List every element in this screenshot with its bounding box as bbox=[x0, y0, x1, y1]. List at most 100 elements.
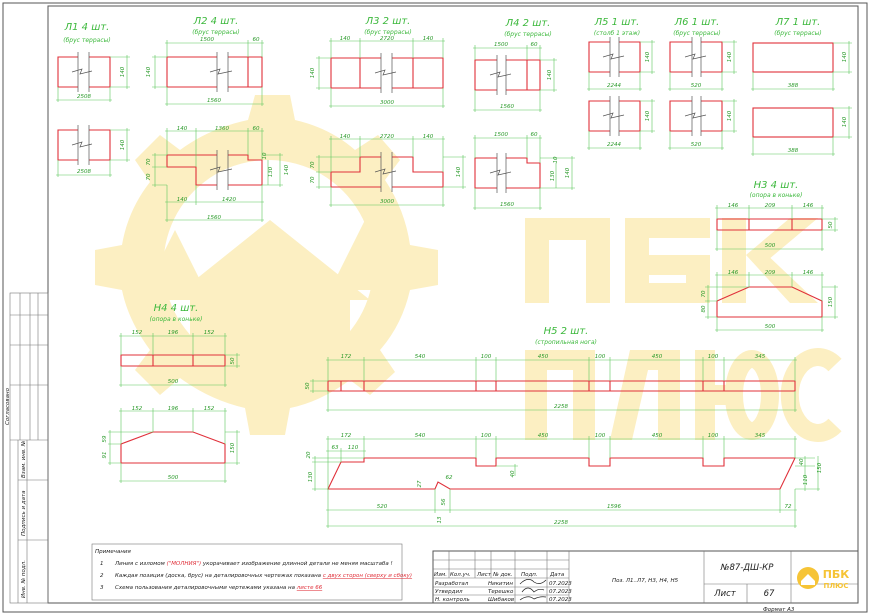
svg-text:3000: 3000 bbox=[380, 199, 394, 205]
svg-text:Л4 2 шт.: Л4 2 шт. bbox=[505, 18, 551, 29]
svg-text:60: 60 bbox=[531, 132, 538, 138]
svg-text:80: 80 bbox=[701, 305, 707, 312]
svg-text:140: 140 bbox=[842, 116, 848, 127]
svg-text:2244: 2244 bbox=[607, 142, 621, 148]
svg-text:07.2023: 07.2023 bbox=[549, 589, 572, 595]
svg-text:Терешко: Терешко bbox=[488, 589, 514, 595]
svg-text:70: 70 bbox=[310, 161, 316, 168]
svg-text:152: 152 bbox=[132, 406, 143, 412]
svg-text:130: 130 bbox=[308, 471, 314, 482]
svg-text:10: 10 bbox=[262, 152, 268, 159]
svg-text:140: 140 bbox=[340, 36, 351, 42]
svg-text:2244: 2244 bbox=[607, 83, 621, 89]
svg-text:140: 140 bbox=[177, 197, 188, 203]
svg-text:110: 110 bbox=[803, 474, 809, 485]
svg-text:152: 152 bbox=[204, 406, 215, 412]
svg-text:60: 60 bbox=[253, 37, 260, 43]
svg-text:146: 146 bbox=[803, 270, 814, 276]
svg-text:140: 140 bbox=[120, 139, 126, 150]
company-logo: ПБК ПЛЮС bbox=[797, 567, 849, 590]
svg-text:2258: 2258 bbox=[554, 520, 568, 526]
svg-text:150: 150 bbox=[230, 442, 236, 453]
svg-text:140: 140 bbox=[340, 134, 351, 140]
svg-text:140: 140 bbox=[177, 126, 188, 132]
svg-text:196: 196 bbox=[168, 406, 179, 412]
svg-text:(опора в коньке): (опора в коньке) bbox=[150, 316, 203, 323]
svg-text:140: 140 bbox=[842, 51, 848, 62]
svg-text:07.2023: 07.2023 bbox=[549, 581, 572, 587]
svg-text:140: 140 bbox=[456, 166, 462, 177]
svg-text:450: 450 bbox=[538, 354, 549, 360]
watermark-lettering-1 bbox=[525, 218, 818, 303]
svg-text:2508: 2508 bbox=[77, 94, 91, 100]
svg-text:3: 3 bbox=[100, 585, 104, 591]
svg-text:500: 500 bbox=[765, 243, 776, 249]
notes-title: Примечания bbox=[95, 549, 132, 555]
svg-text:(брус террасы): (брус террасы) bbox=[774, 30, 821, 37]
svg-text:(брус террасы): (брус террасы) bbox=[673, 30, 720, 37]
description: Поз. Л1..Л7, Н3, Н4, Н5 bbox=[612, 578, 679, 584]
svg-text:150: 150 bbox=[817, 462, 823, 473]
signatures bbox=[519, 579, 547, 601]
svg-text:152: 152 bbox=[132, 330, 143, 336]
svg-text:Лист: Лист bbox=[713, 589, 737, 599]
svg-text:130: 130 bbox=[268, 166, 274, 177]
svg-text:1560: 1560 bbox=[500, 202, 514, 208]
svg-text:196: 196 bbox=[168, 330, 179, 336]
svg-text:140: 140 bbox=[423, 134, 434, 140]
svg-text:140: 140 bbox=[547, 69, 553, 80]
svg-text:Н4 4 шт.: Н4 4 шт. bbox=[154, 303, 199, 314]
svg-text:70: 70 bbox=[146, 173, 152, 180]
svg-text:91: 91 bbox=[102, 452, 108, 459]
svg-text:(брус террасы): (брус террасы) bbox=[504, 31, 551, 38]
svg-text:1500: 1500 bbox=[200, 37, 214, 43]
stamp-replace-inv: Взам. инв. № bbox=[21, 440, 27, 478]
svg-text:1360: 1360 bbox=[215, 126, 229, 132]
header-izm: Изм. bbox=[434, 572, 447, 578]
svg-text:Л2 4 шт.: Л2 4 шт. bbox=[193, 16, 239, 27]
svg-text:60: 60 bbox=[253, 126, 260, 132]
svg-text:ПЛЮС: ПЛЮС bbox=[823, 582, 848, 590]
svg-text:172: 172 bbox=[341, 354, 352, 360]
svg-text:450: 450 bbox=[652, 354, 663, 360]
stamp-inv-orig: Инв. № подл. bbox=[21, 560, 27, 598]
svg-text:140: 140 bbox=[310, 67, 316, 78]
watermark-logo bbox=[95, 95, 842, 442]
svg-text:1560: 1560 bbox=[207, 215, 221, 221]
svg-text:500: 500 bbox=[168, 475, 179, 481]
stamp-sign-date: Подпись и дата bbox=[21, 490, 27, 536]
svg-text:3000: 3000 bbox=[380, 100, 394, 106]
svg-text:40: 40 bbox=[510, 470, 516, 477]
svg-text:520: 520 bbox=[377, 504, 388, 510]
svg-text:10: 10 bbox=[553, 156, 559, 163]
svg-text:2258: 2258 bbox=[554, 404, 568, 410]
svg-text:450: 450 bbox=[652, 433, 663, 439]
svg-text:Н3 4 шт.: Н3 4 шт. bbox=[754, 180, 799, 191]
svg-text:Н. контроль: Н. контроль bbox=[435, 597, 470, 603]
svg-text:140: 140 bbox=[565, 167, 571, 178]
svg-text:140: 140 bbox=[284, 164, 290, 175]
header-sign: Подп. bbox=[521, 572, 538, 578]
svg-text:Л5 1 шт.: Л5 1 шт. bbox=[594, 17, 640, 28]
svg-text:345: 345 bbox=[755, 354, 766, 360]
note-2: Каждая позиция (доска, брус) на деталиро… bbox=[115, 573, 412, 579]
svg-text:388: 388 bbox=[788, 148, 799, 154]
svg-text:Шибаков: Шибаков bbox=[488, 597, 514, 603]
svg-text:146: 146 bbox=[728, 270, 739, 276]
svg-text:450: 450 bbox=[538, 433, 549, 439]
sheet-number: 67 bbox=[764, 589, 775, 599]
svg-text:(брус террасы): (брус террасы) bbox=[364, 29, 411, 36]
svg-text:Никитин: Никитин bbox=[488, 581, 513, 587]
svg-text:2720: 2720 bbox=[380, 134, 394, 140]
svg-text:Л1 4 шт.: Л1 4 шт. bbox=[64, 22, 110, 33]
svg-text:1420: 1420 bbox=[222, 197, 236, 203]
svg-text:1: 1 bbox=[100, 561, 104, 567]
